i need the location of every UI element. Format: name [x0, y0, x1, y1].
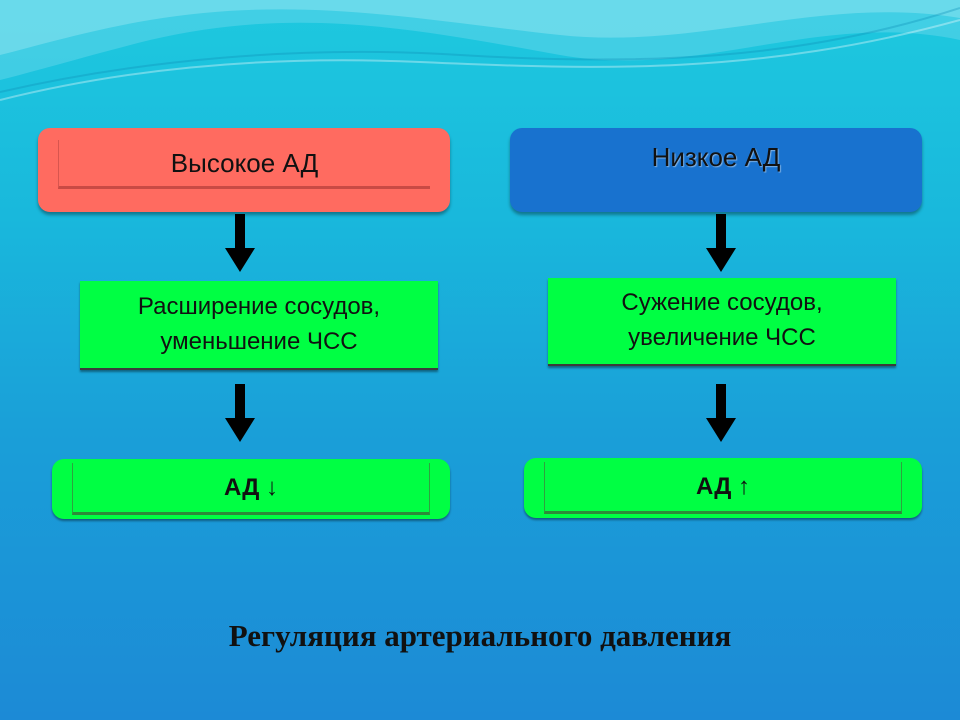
pressure-decrease-box: АД ↓ — [52, 459, 450, 519]
low-pressure-box: Низкое АД — [510, 128, 922, 212]
background-waves — [0, 0, 960, 101]
arrow-down-icon — [225, 384, 255, 442]
low-pressure-label: Низкое АД — [651, 142, 781, 172]
slide-title: Регуляция артериального давления — [228, 618, 732, 653]
pressure-increase-label: АД ↑ — [696, 472, 750, 500]
pressure-decrease-label: АД ↓ — [224, 473, 278, 501]
vasoconstriction-line2: увеличение ЧСС — [628, 324, 816, 351]
high-pressure-label: Высокое АД — [170, 147, 319, 178]
arrow-down-icon — [706, 384, 736, 442]
arrow-down-icon — [225, 214, 255, 272]
vasoconstriction-box: Сужение сосудов, увеличение ЧСС — [548, 278, 896, 366]
pressure-increase-box: АД ↑ — [524, 458, 922, 518]
vasoconstriction-line1: Сужение сосудов, — [621, 289, 823, 317]
vasodilation-line2: уменьшение ЧСС — [160, 327, 358, 355]
vasodilation-box: Расширение сосудов, уменьшение ЧСС — [80, 281, 438, 370]
vasodilation-line1: Расширение сосудов, — [137, 292, 381, 320]
arrow-down-icon — [706, 214, 736, 272]
high-pressure-box: Высокое АД — [38, 128, 450, 212]
